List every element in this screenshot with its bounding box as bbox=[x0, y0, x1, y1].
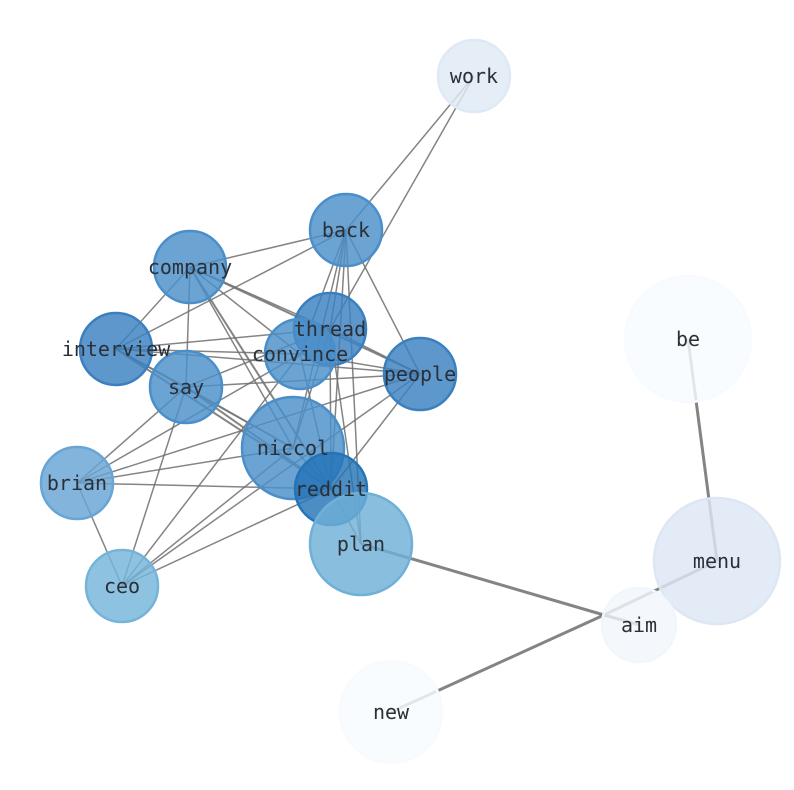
node-ceo bbox=[84, 548, 160, 624]
node-label: interview bbox=[62, 337, 171, 361]
node-label: back bbox=[322, 218, 370, 242]
nodes bbox=[39, 38, 782, 765]
node-label: niccol bbox=[257, 436, 329, 460]
edge-ceo-reddit bbox=[121, 488, 332, 587]
edge-ceo-convince bbox=[121, 353, 301, 587]
node-label: thread bbox=[294, 317, 366, 341]
node-label: work bbox=[450, 64, 498, 88]
node-new bbox=[338, 659, 444, 765]
node-label: people bbox=[384, 362, 456, 386]
node-label: say bbox=[168, 375, 204, 399]
node-work bbox=[436, 38, 512, 114]
node-label: new bbox=[373, 700, 410, 724]
node-label: brian bbox=[47, 471, 107, 495]
node-plan bbox=[308, 491, 414, 597]
node-brian bbox=[39, 445, 115, 521]
node-label: convince bbox=[252, 342, 348, 366]
edge-work-thread bbox=[329, 75, 475, 330]
node-label: aim bbox=[621, 613, 657, 637]
node-label: menu bbox=[693, 549, 741, 573]
node-interview bbox=[78, 311, 154, 387]
node-menu bbox=[652, 496, 782, 626]
edge-back-interview bbox=[115, 229, 347, 350]
node-convince bbox=[263, 317, 337, 391]
node-aim bbox=[600, 586, 678, 664]
node-people bbox=[382, 336, 458, 412]
node-label: ceo bbox=[104, 574, 140, 598]
node-label: plan bbox=[337, 532, 385, 556]
node-label: company bbox=[148, 255, 232, 279]
node-labels: work back company thread interview convince sa… bbox=[47, 64, 741, 724]
node-label: be bbox=[676, 327, 700, 351]
node-back bbox=[308, 192, 384, 268]
node-company bbox=[152, 229, 228, 305]
node-label: reddit bbox=[295, 477, 367, 501]
node-say bbox=[148, 349, 224, 425]
node-be bbox=[623, 274, 753, 404]
